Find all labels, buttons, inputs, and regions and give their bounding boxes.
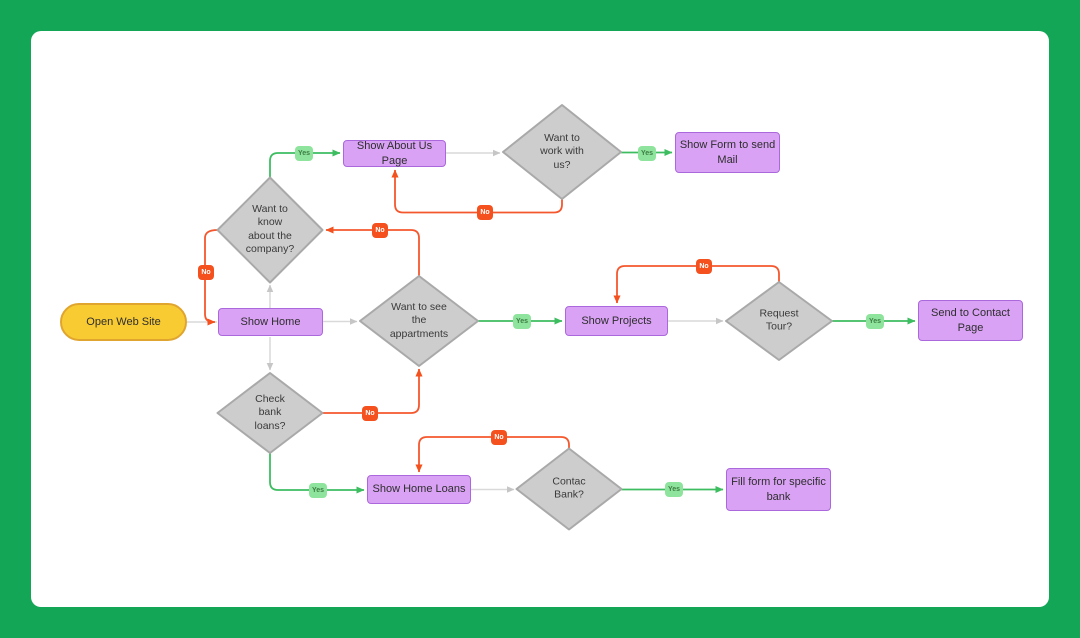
node-show-projects[interactable]: Show Projects — [565, 306, 668, 336]
edge-no-want-know-company-to-show-home — [204, 229, 218, 326]
node-open-web-site[interactable]: Open Web Site — [60, 303, 187, 341]
edge-label-no-bank-to-home-loans[interactable]: No — [491, 430, 507, 445]
node-show-form-to-send-mail[interactable]: Show Form to send Mail — [675, 132, 780, 173]
node-show-home-loans[interactable]: Show Home Loans — [367, 475, 471, 504]
edge-label-yes-company-to-about[interactable]: Yes — [295, 146, 313, 161]
edge-label-no-tour-to-projects[interactable]: No — [696, 259, 712, 274]
edge-label-yes-appartments-to-projects[interactable]: Yes — [513, 314, 531, 329]
edge-label-no-work-to-about[interactable]: No — [477, 205, 493, 220]
edge-label-yes-bank-to-fill-form[interactable]: Yes — [665, 482, 683, 497]
node-fill-form-specific-bank[interactable]: Fill form for specific bank — [726, 468, 831, 511]
edge-yes-want-know-company-to-show-about — [269, 149, 341, 178]
edge-label-yes-tour-to-contact[interactable]: Yes — [866, 314, 884, 329]
edge-label-no-loans-to-appartments[interactable]: No — [362, 406, 378, 421]
edge-label-no-company-to-home[interactable]: No — [198, 265, 214, 280]
node-want-see-appartments-shape[interactable] — [359, 275, 479, 367]
node-request-tour-shape[interactable] — [725, 281, 833, 361]
node-send-to-contact-page[interactable]: Send to Contact Page — [918, 300, 1023, 341]
edge-label-yes-loans-to-home-loans[interactable]: Yes — [309, 483, 327, 498]
node-contac-bank-shape[interactable] — [515, 447, 623, 531]
flowchart-canvas: Open Web Site Show Home Show About Us Pa… — [31, 31, 1049, 607]
edge-no-want-see-appartments-to-want-know-company — [325, 226, 420, 276]
node-want-work-us-shape[interactable] — [502, 104, 622, 200]
edge-label-yes-work-to-form[interactable]: Yes — [638, 146, 656, 161]
node-show-about-us-page[interactable]: Show About Us Page — [343, 140, 446, 167]
node-want-know-company-shape[interactable] — [216, 176, 324, 284]
node-check-bank-loans-shape[interactable] — [216, 372, 324, 454]
edge-no-check-bank-loans-to-want-see-appartments — [322, 368, 423, 414]
node-show-home[interactable]: Show Home — [218, 308, 323, 336]
edge-yes-check-bank-loans-to-show-home-loans — [269, 453, 365, 494]
edge-label-no-appartments-to-company[interactable]: No — [372, 223, 388, 238]
